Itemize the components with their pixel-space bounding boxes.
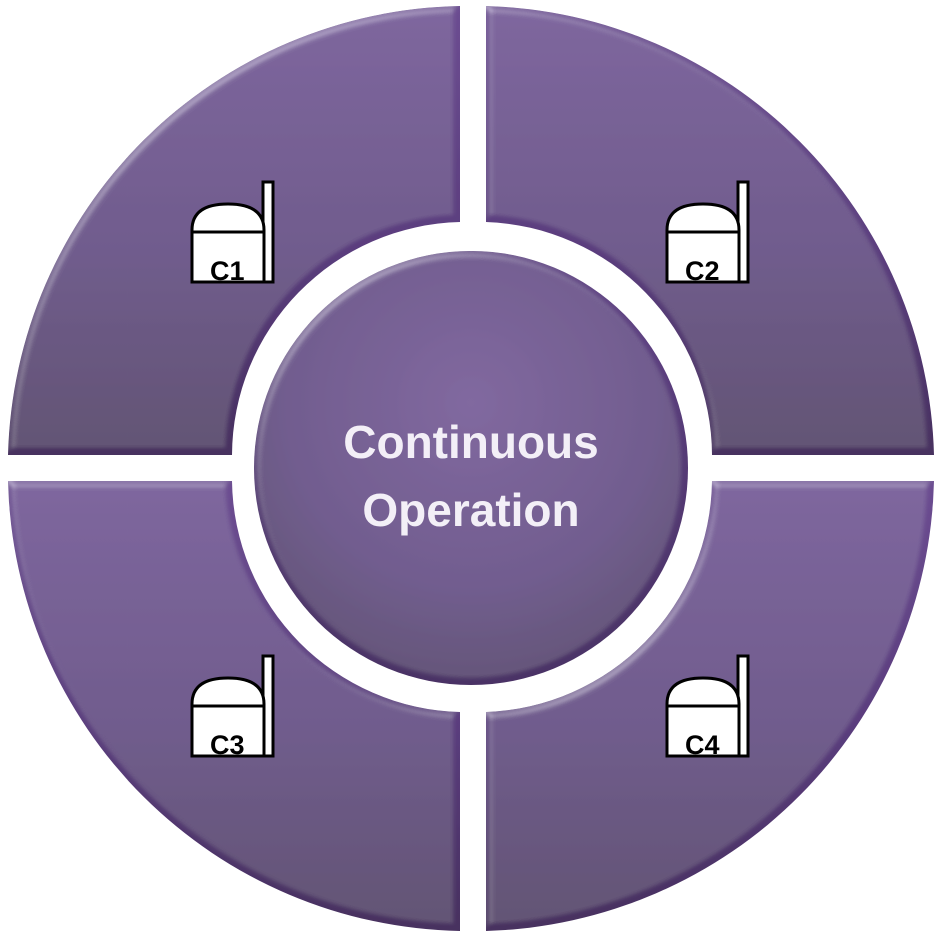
center-circle xyxy=(254,251,688,685)
unit-label-c3: C3 xyxy=(210,730,245,760)
center-title-line1: Continuous xyxy=(343,416,599,468)
unit-label-c4: C4 xyxy=(685,730,720,760)
unit-label-c2: C2 xyxy=(685,256,720,286)
unit-label-c1: C1 xyxy=(210,256,245,286)
center-title-line2: Operation xyxy=(362,484,579,536)
